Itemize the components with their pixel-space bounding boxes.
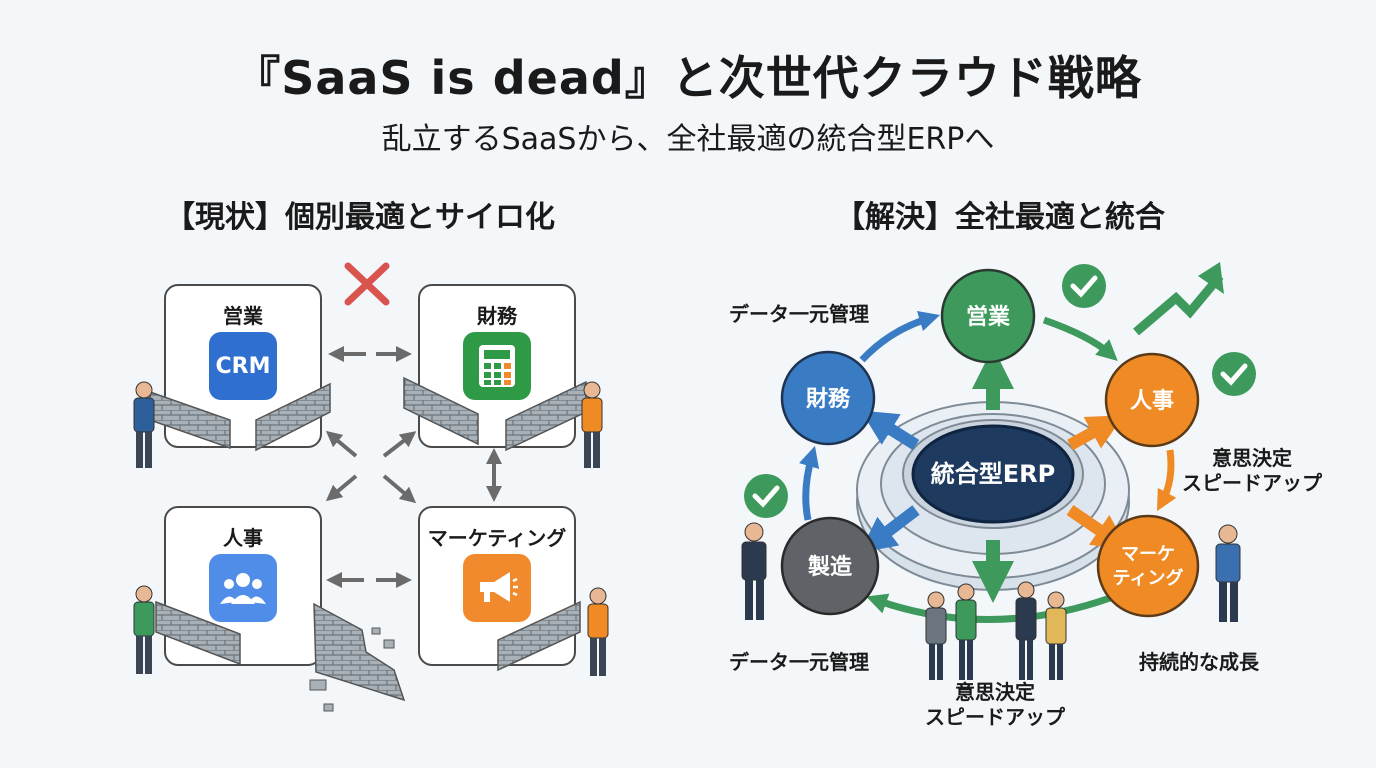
calculator-icon xyxy=(463,332,531,400)
decision-speed-right-line1: 意思決定 xyxy=(1212,446,1292,470)
data-centralization-label-bottom: データ一元管理 xyxy=(729,650,869,674)
node-marketing: マーケ ティング xyxy=(1096,514,1200,618)
brick-wall-top-center-left xyxy=(255,382,331,452)
erp-rings xyxy=(856,401,1130,591)
crm-icon-text: CRM xyxy=(215,353,271,379)
worried-person-bottom-right xyxy=(587,587,609,676)
hub-arrows xyxy=(859,347,1129,603)
hr-silo-label: 人事 xyxy=(223,526,263,550)
cycle-arrows xyxy=(798,310,1177,623)
brick-wall-bottom-right xyxy=(497,600,581,672)
brick-wall-top-left xyxy=(149,390,231,450)
presenter-person-right xyxy=(1215,524,1241,622)
worried-person-top-right xyxy=(581,381,603,468)
node-hr: 人事 xyxy=(1104,352,1200,448)
check-icon xyxy=(1212,352,1256,396)
node-finance-label: 財務 xyxy=(806,386,851,412)
page-subtitle: 乱立するSaaSから、全社最適の統合型ERPへ xyxy=(381,122,995,157)
check-icon xyxy=(1062,264,1106,308)
decision-speed-bottom-line2: スピードアップ xyxy=(925,705,1065,729)
node-marketing-label-2: ティング xyxy=(1113,567,1184,589)
diagonal-arrows xyxy=(325,430,502,504)
cross-icon xyxy=(344,262,390,306)
crm-icon: CRM xyxy=(209,332,277,400)
hr-silo-box: 人事 xyxy=(164,506,322,666)
node-marketing-label-1: マーケ xyxy=(1121,544,1175,565)
people-icon xyxy=(209,554,277,622)
data-centralization-label-top: データ一元管理 xyxy=(729,302,869,326)
decision-speed-bottom-line1: 意思決定 xyxy=(955,680,1035,704)
brick-wall-top-right xyxy=(505,380,587,452)
brick-wall-top-center-right xyxy=(403,376,479,446)
node-sales: 営業 xyxy=(940,268,1036,364)
silo-illustration xyxy=(133,262,609,712)
node-sales-label: 営業 xyxy=(966,304,1011,330)
marketing-silo-label: マーケティング xyxy=(427,526,567,550)
sustainable-growth-label: 持続的な成長 xyxy=(1139,650,1259,674)
decision-speed-label-right: 意思決定 スピードアップ xyxy=(1182,446,1322,496)
finance-silo-label: 財務 xyxy=(477,304,517,328)
current-heading: 【現状】個別最適とサイロ化 xyxy=(165,200,555,235)
node-manufacturing: 製造 xyxy=(780,516,880,616)
team-handshake xyxy=(925,581,1067,680)
node-manufacturing-label: 製造 xyxy=(807,554,852,580)
check-icon xyxy=(744,474,788,518)
presenter-person-left xyxy=(741,522,767,620)
erp-diagram: 営業 人事 マーケ ティング 製造 財務 統合型ERP xyxy=(741,262,1256,680)
solution-heading: 【解決】全社最適と統合 xyxy=(835,200,1165,235)
sales-silo-label: 営業 xyxy=(223,304,263,328)
node-finance: 財務 xyxy=(780,350,876,446)
decision-speed-right-line2: スピードアップ xyxy=(1182,471,1322,495)
page-title: 『SaaS is dead』と次世代クラウド戦略 xyxy=(234,51,1142,105)
worried-person-top-left xyxy=(133,381,155,468)
worried-person-bottom-left xyxy=(133,585,155,674)
brick-wall-broken xyxy=(309,602,406,712)
brick-wall-bottom-left xyxy=(155,600,241,666)
node-hr-label: 人事 xyxy=(1130,388,1174,414)
decision-speed-label-bottom: 意思決定 スピードアップ xyxy=(910,680,1080,730)
growth-arrow-icon xyxy=(1133,262,1224,336)
megaphone-icon xyxy=(463,554,531,622)
erp-hub-label: 統合型ERP xyxy=(931,460,1055,488)
